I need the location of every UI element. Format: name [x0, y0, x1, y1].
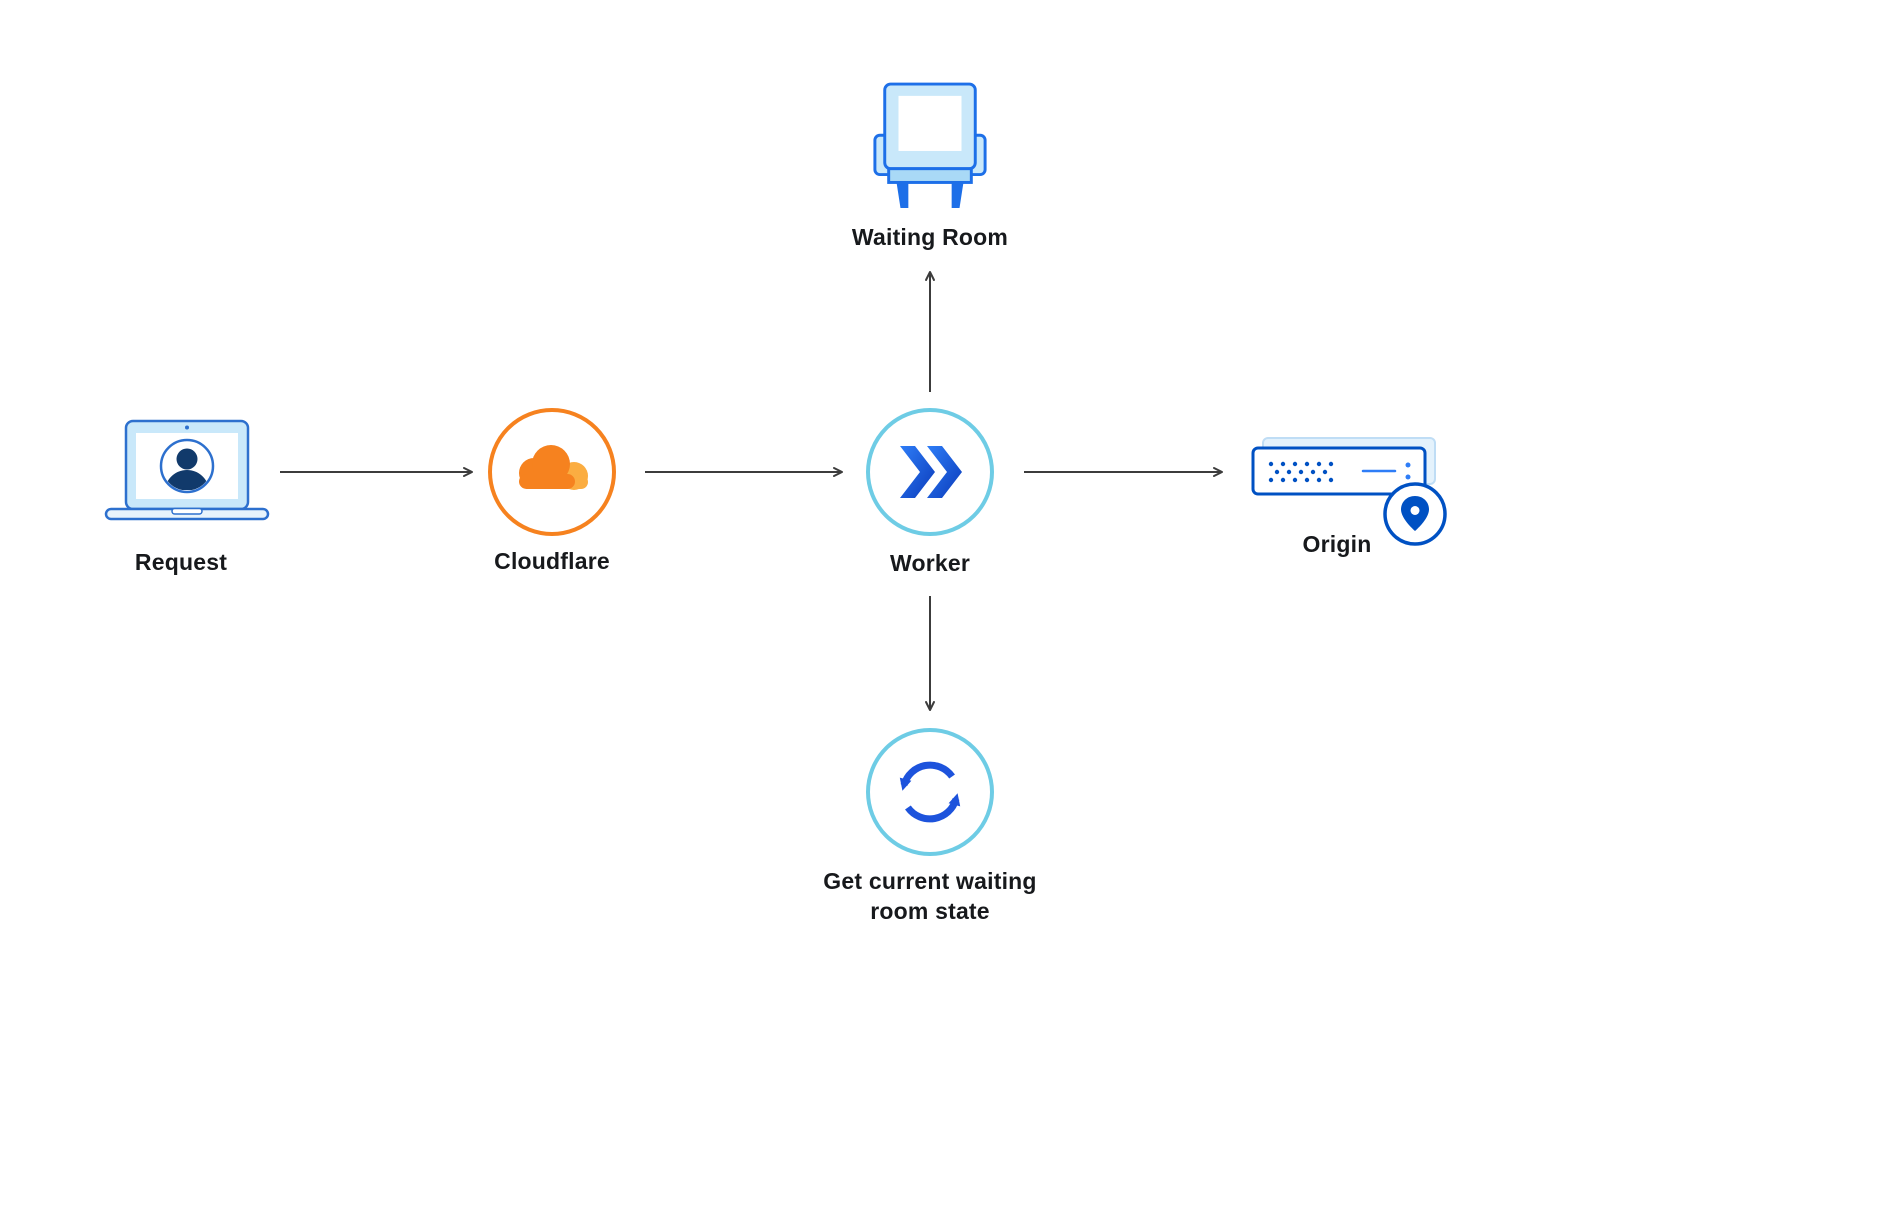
waiting-room-state-label: Get current waiting room state	[823, 868, 1037, 924]
origin-server-pin-icon	[1243, 432, 1453, 562]
worker-chevrons-icon	[864, 406, 996, 538]
request-label: Request	[134, 549, 228, 575]
waiting-room-label: Waiting Room	[851, 224, 1009, 250]
node-origin	[1243, 432, 1453, 562]
worker-label: Worker	[889, 550, 971, 576]
node-cloudflare	[486, 406, 618, 538]
cloudflare-label: Cloudflare	[494, 548, 610, 574]
node-waiting-room	[869, 80, 991, 218]
node-worker	[864, 406, 996, 538]
cloudflare-cloud-icon	[486, 406, 618, 538]
sync-icon	[864, 726, 996, 858]
origin-label: Origin	[1302, 531, 1372, 557]
node-request	[102, 418, 272, 530]
armchair-icon	[869, 80, 991, 218]
node-waiting-room-state	[864, 726, 996, 858]
laptop-user-icon	[102, 418, 272, 530]
